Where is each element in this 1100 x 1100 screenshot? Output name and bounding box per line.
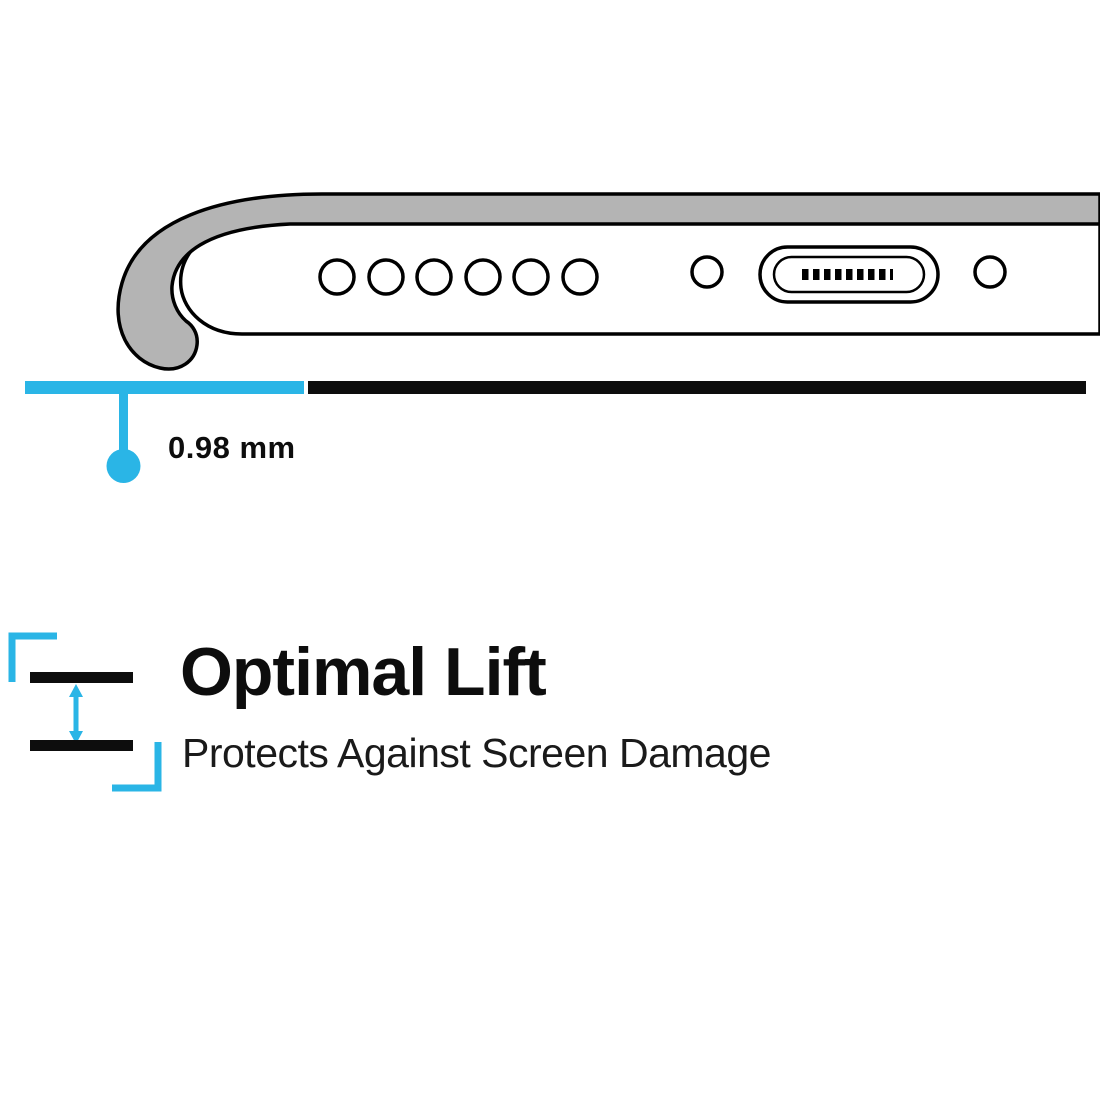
speaker-hole (561, 258, 599, 296)
speaker-hole (367, 258, 405, 296)
feature-title: Optimal Lift (180, 634, 547, 710)
measure-bar-black (308, 381, 1086, 394)
measurement-label: 0.98 mm (168, 430, 296, 465)
lift-gap-icon (8, 632, 162, 792)
double-arrow-icon (69, 684, 83, 744)
corner-bracket-bottom-right-icon (112, 742, 162, 792)
lower-surface-line (30, 740, 133, 751)
measure-dot (106, 449, 141, 483)
charging-port (758, 245, 940, 304)
feature-subtitle: Protects Against Screen Damage (182, 730, 771, 776)
speaker-hole (512, 258, 550, 296)
measure-drop-line (119, 394, 128, 452)
speaker-hole (415, 258, 453, 296)
upper-surface-line (30, 672, 133, 683)
screw-hole-left (690, 255, 724, 289)
speaker-hole (318, 258, 356, 296)
measure-bar-cyan (25, 381, 304, 394)
speaker-hole (464, 258, 502, 296)
phone-bottom-diagram (25, 192, 1100, 483)
corner-bracket-top-left-icon (8, 632, 57, 682)
speaker-holes (318, 258, 599, 296)
case-bumper (116, 192, 1100, 371)
screw-hole-right (973, 255, 1007, 289)
